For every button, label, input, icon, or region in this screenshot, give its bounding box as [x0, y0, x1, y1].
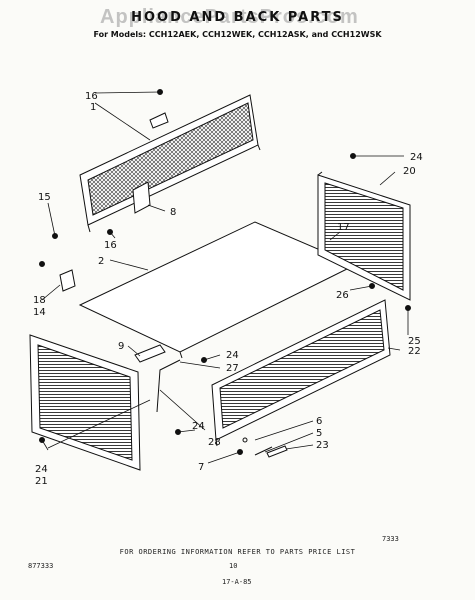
- callout-label: 9: [118, 341, 124, 352]
- bracket-part: [132, 181, 151, 214]
- leader-lines: [41, 91, 409, 464]
- callout-label: 25: [408, 336, 421, 347]
- page-number: 10: [229, 562, 238, 570]
- callout-label: 14: [33, 307, 46, 318]
- left-side-grille: [29, 334, 141, 471]
- callout-label: 18: [33, 295, 46, 306]
- screw-7: [242, 437, 248, 443]
- top-plate: [78, 221, 357, 353]
- callout-label: 7: [198, 462, 204, 473]
- print-code: 17-A-85: [222, 578, 252, 586]
- callout-label: 27: [226, 363, 239, 374]
- callout-label: 21: [35, 476, 48, 487]
- clip-part: [59, 269, 76, 292]
- ordering-note: FOR ORDERING INFORMATION REFER TO PARTS …: [119, 548, 356, 556]
- trim-strip: [134, 344, 166, 363]
- front-louver-grille: [211, 299, 391, 447]
- callout-label: 22: [408, 346, 421, 357]
- callout-label: 24: [226, 350, 239, 361]
- support-rod: [156, 359, 181, 413]
- bracket-5: [266, 445, 288, 458]
- callout-label: 23: [316, 440, 329, 451]
- hood-mesh-panel: [79, 94, 261, 233]
- callout-label: 1: [90, 102, 96, 113]
- callout-label: 26: [336, 290, 349, 301]
- watermark-text: AppliancePartsPros.com: [100, 6, 359, 28]
- callout-label: 8: [170, 207, 176, 218]
- callout-label: 5: [316, 428, 322, 439]
- figure-code: 7333: [382, 535, 399, 543]
- callout-label: 17: [337, 222, 350, 233]
- right-side-grille: [317, 171, 411, 301]
- callout-label: 2: [98, 256, 104, 267]
- callout-label: 16: [104, 240, 117, 251]
- callout-label: 24: [192, 421, 205, 432]
- callout-label: 15: [38, 192, 51, 203]
- strip-6: [254, 446, 273, 456]
- callout-label: 16: [85, 91, 98, 102]
- document-code: 877333: [28, 562, 54, 570]
- callout-label: 20: [403, 166, 416, 177]
- callout-label: 28: [208, 437, 221, 448]
- callout-labels: 16 1 8 15 16 2 18 14 24 20 17 26 25 22 9…: [33, 91, 423, 487]
- callout-label: 6: [316, 416, 322, 427]
- page-title: HOOD AND BACK PARTS: [131, 10, 344, 25]
- model-list: For Models: CCH12AEK, CCH12WEK, CCH12ASK…: [93, 30, 382, 39]
- callout-label: 24: [35, 464, 48, 475]
- callout-label: 24: [410, 152, 423, 163]
